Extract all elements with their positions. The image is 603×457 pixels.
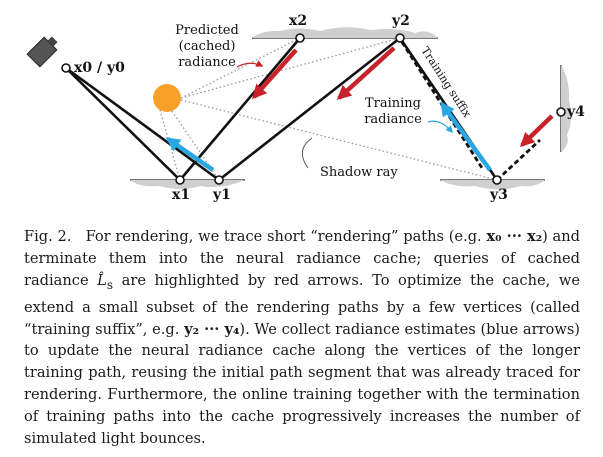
label-y3: y3: [489, 187, 508, 203]
caption-text-2: ) and terminate them into the neural rad…: [24, 228, 581, 289]
training-radiance-pointer: [427, 120, 453, 134]
caption-text-3: are highlighted by red arrows. To optimi…: [24, 271, 580, 338]
predicted-pointer: [236, 60, 264, 68]
label-training: Training: [365, 96, 421, 111]
caption-math-ls-sub: s: [106, 277, 114, 292]
camera-icon: [26, 36, 58, 68]
caption-text-1: For rendering, we trace short “rendering…: [85, 228, 487, 245]
label-x0-y0: x0 / y0: [74, 60, 125, 76]
caption-math-y2-y4: y₂ ··· y₄: [184, 320, 240, 338]
figure-caption: Fig. 2. For rendering, we trace short “r…: [24, 226, 580, 450]
training-radiance-arrows: [165, 101, 492, 172]
label-y4: y4: [566, 104, 585, 120]
caption-math-x0-x2: x₀ ··· x₂: [486, 228, 543, 245]
label-y2: y2: [391, 13, 410, 29]
path-vertices: [61, 33, 566, 185]
figure-number: Fig. 2.: [24, 228, 72, 245]
label-cached: (cached): [179, 39, 236, 54]
label-radiance: radiance: [178, 55, 236, 70]
label-x2: x2: [289, 13, 307, 29]
label-y1: y1: [212, 187, 231, 203]
caption-math-ls: L̂: [97, 271, 107, 289]
label-training-radiance: radiance: [364, 112, 422, 127]
label-predicted: Predicted: [175, 23, 239, 38]
rendering-training-diagram: x0 / y0 x1 y1 x2 y2 y3 y4 Predicted (cac…: [26, 13, 585, 203]
training-radiance-arrow: [392, 47, 420, 90]
cached-radiance-arrows: [252, 46, 554, 148]
light-source: [153, 84, 181, 112]
label-shadow-ray: Shadow ray: [320, 165, 398, 180]
caption-text-4: ). We collect radiance estimates (blue a…: [24, 320, 580, 448]
shadow-ray-pointer: [301, 137, 313, 169]
label-x1: x1: [172, 187, 190, 203]
